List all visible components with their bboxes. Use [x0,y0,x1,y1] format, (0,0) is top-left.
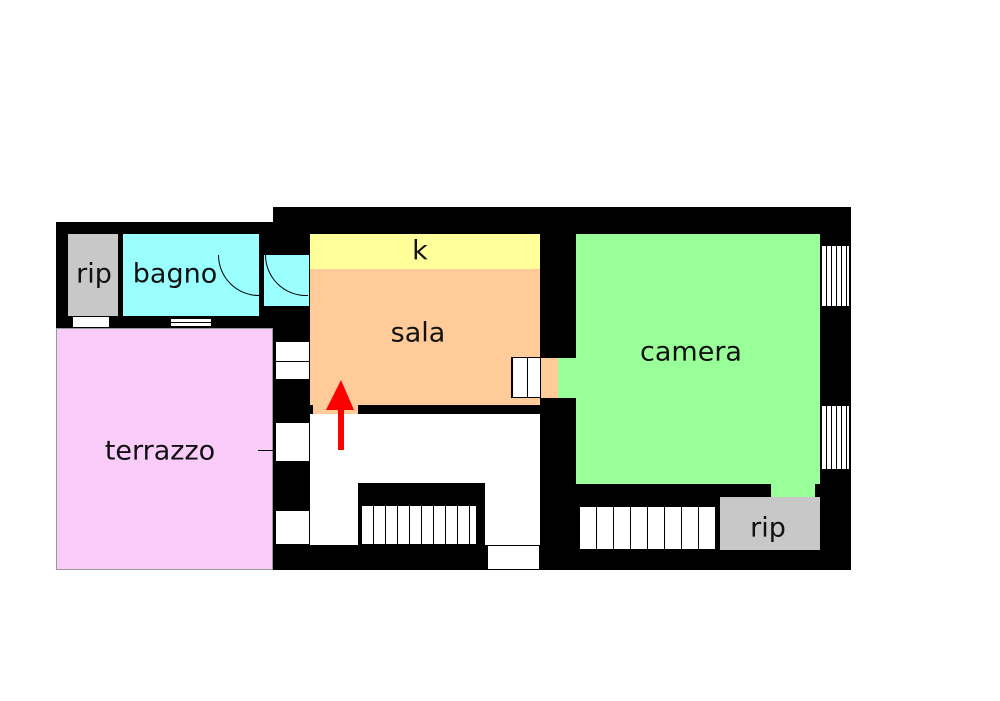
room-label-bagno: bagno [132,258,218,290]
window-icon [275,340,310,380]
entrance-arrow-icon [326,380,354,450]
room-label-camera: camera [640,336,742,368]
step-icon [511,357,541,398]
camera-passage [771,484,815,498]
room-kitchen [310,234,540,269]
window-icon [170,317,212,328]
room-rip-right [720,497,820,550]
room-rip-left [68,234,118,316]
window-icon [820,245,850,307]
window-icon [72,316,110,328]
room-label-rip: rip [76,258,112,290]
window-icon [820,405,850,470]
room-terrazzo [56,328,273,570]
room-label-k: k [412,235,428,267]
staircase-icon [360,505,477,545]
room-label-rip: rip [750,512,786,544]
room-label-sala: sala [390,317,446,349]
room-sala [310,269,540,405]
staircase-icon [578,506,716,550]
window-icon [275,422,310,462]
room-camera [576,234,820,484]
sala-passage [540,358,558,398]
camera-passage [558,358,576,398]
window-icon [275,510,310,545]
opening [487,545,540,570]
room-label-terrazzo: terrazzo [104,435,216,467]
